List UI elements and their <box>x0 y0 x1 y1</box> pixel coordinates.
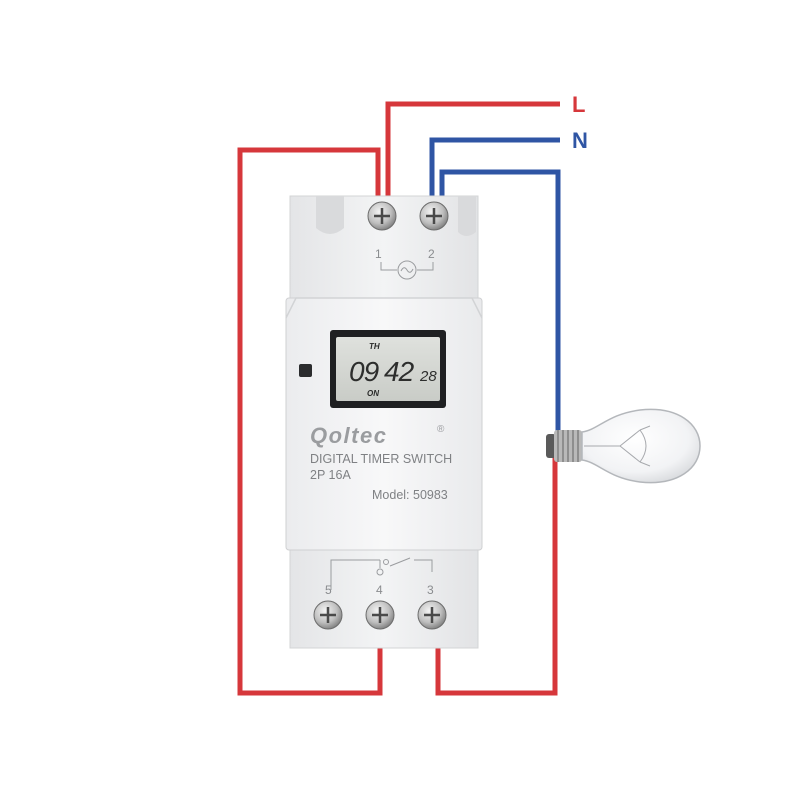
panel-lip <box>285 297 483 319</box>
live-input-wire <box>385 101 560 200</box>
live-label: L <box>572 92 585 117</box>
brand-registered-mark: ® <box>437 424 445 435</box>
lcd-seconds: 28 <box>419 368 437 385</box>
neutral-input-wire <box>429 137 560 200</box>
relay-contact-symbol <box>330 557 433 590</box>
lcd-minute: 42 <box>384 356 415 387</box>
lcd-screen <box>336 337 440 401</box>
neutral-wires <box>429 137 561 435</box>
terminal-screw-5 <box>313 600 343 630</box>
lcd-day: TH <box>369 342 380 351</box>
terminal-screw-3 <box>417 600 447 630</box>
terminal-screw-4 <box>365 600 395 630</box>
live-wires <box>237 101 560 696</box>
terminal-label-2: 2 <box>428 247 435 261</box>
terminal-label-1: 1 <box>375 247 382 261</box>
reset-button[interactable] <box>299 364 312 377</box>
product-title: DIGITAL TIMER SWITCH <box>310 452 452 466</box>
bulb-base <box>554 430 582 462</box>
timer-device: TH 09 42 28 ON Qoltec ® DIGITAL TIMER SW… <box>285 195 483 649</box>
terminal-label-5: 5 <box>325 583 332 597</box>
lcd-state: ON <box>367 389 379 398</box>
live-load-wire <box>435 455 558 696</box>
live-loop-wire <box>237 147 383 696</box>
product-model: Model: 50983 <box>372 488 448 502</box>
top-right-slot <box>458 196 476 236</box>
bulb-filament <box>584 429 647 463</box>
terminal-screw-2 <box>419 201 449 231</box>
top-left-slot <box>316 196 344 234</box>
product-rating: 2P 16A <box>310 468 351 482</box>
bulb-glass <box>581 408 701 484</box>
brand-logo: Qoltec <box>310 423 387 448</box>
light-bulb-icon <box>546 408 701 484</box>
terminal-label-3: 3 <box>427 583 434 597</box>
terminal-screw-1 <box>367 201 397 231</box>
neutral-load-wire <box>439 169 561 435</box>
power-supply-symbol <box>380 262 434 271</box>
terminal-label-4: 4 <box>376 583 383 597</box>
lcd-hour: 09 <box>349 356 379 387</box>
ac-symbol-icon <box>397 260 417 280</box>
neutral-label: N <box>572 128 588 153</box>
